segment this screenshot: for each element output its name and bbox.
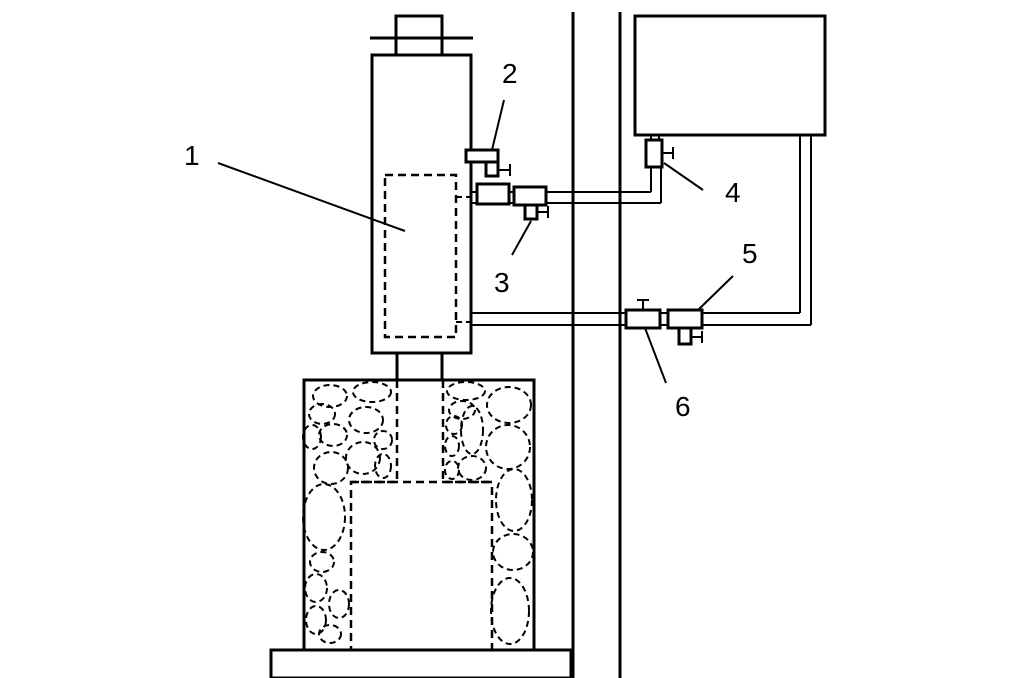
stones [302,381,534,645]
stove [269,378,573,678]
valve-3 [512,185,549,221]
callout-1: 1 [184,140,200,171]
valve-5 [666,308,704,346]
expansion-tank [633,14,827,137]
wall [571,12,622,678]
tap-2 [464,148,511,206]
lower-pipe [471,135,812,326]
callout-3: 3 [494,267,510,298]
callout-5: 5 [742,238,758,269]
callout-4: 4 [725,177,741,208]
leader-lines [217,99,734,384]
callout-6: 6 [675,391,691,422]
valve-6 [624,299,662,330]
water-tank [370,53,473,355]
valve-4 [644,135,674,169]
callout-2: 2 [502,58,518,89]
